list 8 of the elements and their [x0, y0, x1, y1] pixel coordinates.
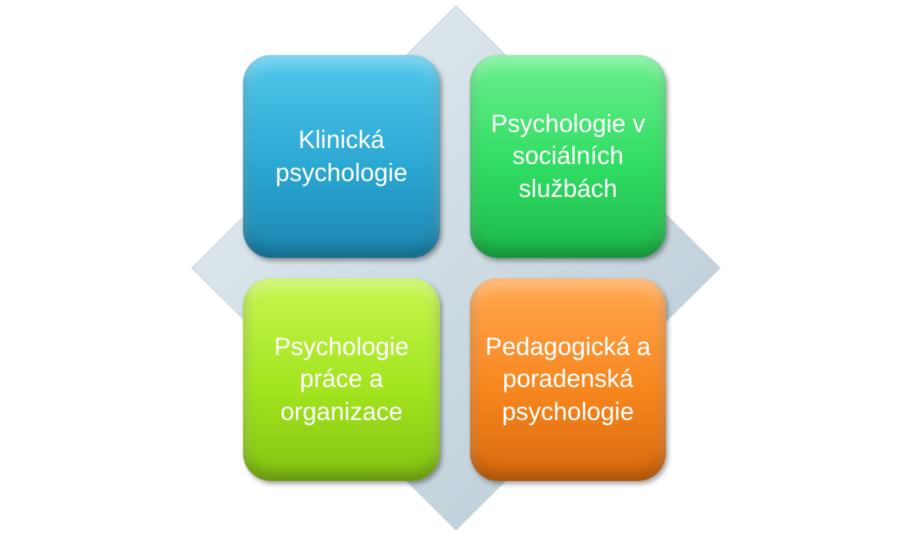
rounded-tile	[243, 278, 440, 481]
rounded-tile	[243, 55, 440, 258]
tile-label: Klinická psychologie	[274, 125, 409, 188]
tile-label: Pedagogická a poradenská psychologie	[484, 332, 652, 428]
tile-label: Psychologie práce a organizace	[273, 332, 410, 428]
rounded-tile	[470, 55, 666, 258]
tile-label: Psychologie v sociálních službách	[490, 108, 646, 205]
rounded-tile	[470, 278, 666, 481]
